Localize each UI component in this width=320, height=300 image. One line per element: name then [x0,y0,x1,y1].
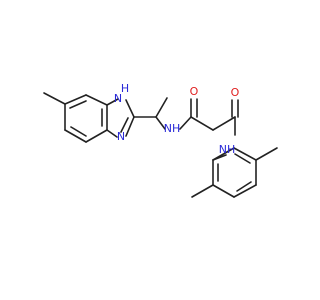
molecule-structure-diagram: H N N NH O O NH [43,82,278,198]
para-methyl-bond [255,147,278,161]
label-ring-h: H [121,82,129,95]
label-ring-n: N [117,130,125,143]
ortho-methyl-bond [191,184,214,198]
ch-to-nh-bond [155,116,166,130]
imidazole-ring [106,98,135,138]
ch2-to-carbonyl-2-bond [212,116,236,131]
atom-label-nh-ring: H N [114,82,129,105]
ch-methyl-bond [155,97,168,118]
label-ring-nh-n: N [114,92,122,105]
label-carbonyl-o-2: O [231,86,240,99]
nh-to-carbonyl-1-bond [179,116,192,130]
carbonyl-1-to-ch2-bond [190,116,214,131]
dimethylphenyl-ring [212,147,257,198]
aryl-methyl-bond [43,92,66,105]
label-amide-nh-2: NH [219,143,236,156]
benzimidazole-benzene-ring [64,94,108,143]
molecule-canvas: H N N NH O O NH [43,82,278,198]
label-amide-nh-1: NH [164,122,181,135]
label-carbonyl-o-1: O [190,85,199,98]
